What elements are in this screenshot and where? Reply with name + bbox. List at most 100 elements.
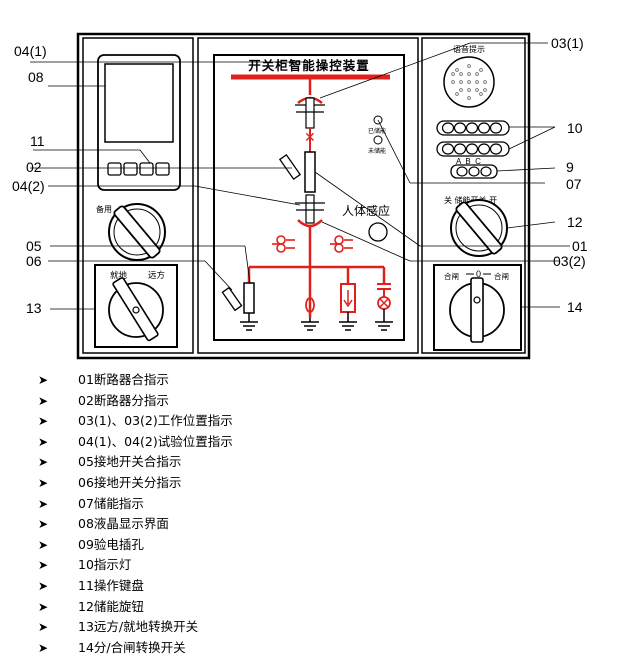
keypad[interactable] bbox=[107, 162, 170, 176]
local-remote-knob-handle[interactable] bbox=[112, 277, 159, 342]
ct-symbol-right bbox=[330, 235, 353, 253]
arrow-bullet-icon: ➤ bbox=[38, 599, 49, 614]
callout-03-2: 03(2) bbox=[553, 253, 586, 269]
arrow-bullet-icon: ➤ bbox=[38, 434, 49, 449]
human-sense-sensor bbox=[368, 222, 388, 242]
open-close-knob-handle[interactable] bbox=[470, 277, 484, 343]
ground-symbol-1 bbox=[240, 313, 258, 331]
arrow-bullet-icon: ➤ bbox=[38, 393, 49, 408]
device-frame bbox=[76, 32, 531, 360]
key-2[interactable] bbox=[123, 162, 138, 176]
callout-08: 08 bbox=[28, 69, 44, 85]
bottom-contact bbox=[305, 194, 315, 224]
ground-symbol-2 bbox=[301, 318, 319, 331]
lcd-frame bbox=[97, 54, 181, 191]
legend-item: ➤02断路器分指示 bbox=[38, 391, 233, 412]
zero-label: 0 bbox=[476, 269, 481, 279]
callout-09: 9 bbox=[566, 159, 574, 175]
arrow-bullet-icon: ➤ bbox=[38, 537, 49, 552]
remote-label: 远方 bbox=[148, 270, 165, 281]
ct-symbol-left bbox=[272, 235, 295, 253]
panel-title: 开关柜智能操控装置 bbox=[248, 58, 370, 73]
arrow-bullet-icon: ➤ bbox=[38, 373, 49, 387]
charged-label: 已储能 bbox=[368, 127, 386, 135]
open-label: 合闸 bbox=[444, 271, 459, 281]
open-close-knob-center bbox=[473, 296, 481, 304]
breaker-indicator bbox=[304, 151, 316, 193]
callout-12: 12 bbox=[567, 214, 583, 230]
lamp-row-2 bbox=[441, 143, 503, 155]
legend-text: 03(1)、03(2)工作位置指示 bbox=[78, 413, 233, 429]
legend-text: 11操作键盘 bbox=[78, 577, 144, 593]
arrow-bullet-icon: ➤ bbox=[38, 578, 49, 593]
legend-text: 04(1)、04(2)试验位置指示 bbox=[78, 433, 233, 449]
uncharged-lamp bbox=[373, 135, 383, 145]
arrow-bullet-icon: ➤ bbox=[38, 558, 49, 573]
arrow-bullet-icon: ➤ bbox=[38, 640, 49, 655]
arrow-bullet-icon: ➤ bbox=[38, 414, 49, 429]
close-label: 合闸 bbox=[494, 271, 509, 281]
legend-item: ➤12储能旋钮 bbox=[38, 597, 233, 618]
arrow-bullet-icon: ➤ bbox=[38, 475, 49, 490]
right-panel bbox=[421, 37, 526, 354]
abc-label: A B C bbox=[456, 157, 481, 166]
legend-item: ➤ 10指示灯 bbox=[38, 555, 233, 576]
callout-14: 14 bbox=[567, 299, 583, 315]
legend-item: ➤ 14分/合闸转换开关 bbox=[38, 638, 233, 659]
arrow-bullet-icon: ➤ bbox=[38, 455, 49, 470]
legend-text: 10指示灯 bbox=[78, 557, 132, 573]
callout-04-2: 04(2) bbox=[12, 178, 45, 194]
legend-text: 09验电插孔 bbox=[78, 536, 144, 552]
speaker-grille bbox=[443, 56, 495, 108]
ground-symbol-3 bbox=[339, 312, 357, 331]
key-4[interactable] bbox=[155, 162, 170, 176]
callout-07: 07 bbox=[566, 176, 582, 192]
energy-knob-handle[interactable] bbox=[455, 201, 503, 255]
standby-label: 备用 bbox=[96, 204, 112, 214]
legend-item: ➤ 05接地开关合指示 bbox=[38, 452, 233, 473]
legend-item: ➤13远方/就地转换开关 bbox=[38, 617, 233, 638]
legend-item: ➤07储能指示 bbox=[38, 494, 233, 515]
callout-04-1: 04(1) bbox=[14, 43, 47, 59]
legend-text: 01断路器合指示 bbox=[78, 372, 169, 387]
legend-item: ➤ 08液晶显示界面 bbox=[38, 514, 233, 535]
local-remote-knob-center bbox=[132, 306, 140, 314]
test-sockets[interactable] bbox=[456, 166, 492, 177]
legend-text: 14分/合闸转换开关 bbox=[78, 639, 186, 655]
ground-symbol-4 bbox=[375, 309, 393, 331]
test-socket-frame bbox=[450, 164, 498, 179]
legend-item: ➤ 03(1)、03(2)工作位置指示 bbox=[38, 411, 233, 432]
callout-03-1: 03(1) bbox=[551, 35, 584, 51]
energy-knob-inner bbox=[455, 204, 503, 252]
lcd-screen bbox=[104, 63, 174, 143]
mimic-board bbox=[213, 54, 405, 341]
lamp-row-1 bbox=[441, 122, 503, 134]
energy-knob-label: 关 储能开关 开 bbox=[444, 195, 497, 205]
legend-item: ➤ 09验电插孔 bbox=[38, 535, 233, 556]
arrow-bullet-icon: ➤ bbox=[38, 517, 49, 532]
leader-lines bbox=[30, 42, 570, 310]
key-1[interactable] bbox=[107, 162, 122, 176]
legend-text: 05接地开关合指示 bbox=[78, 454, 182, 470]
callout-01: 01 bbox=[572, 238, 588, 254]
legend-text: 13远方/就地转换开关 bbox=[78, 619, 199, 635]
legend-text: 07储能指示 bbox=[78, 495, 144, 511]
open-close-switch-plate bbox=[433, 264, 522, 351]
key-3[interactable] bbox=[139, 162, 154, 176]
standby-knob-inner bbox=[113, 208, 161, 256]
legend-item: ➤ 06接地开关分指示 bbox=[38, 473, 233, 494]
legend-list: ➤ 01断路器合指示 ➤02断路器分指示 ➤ 03(1)、03(2)工作位置指示 ➤… bbox=[38, 370, 233, 658]
device-diagram: 开关柜智能操控装置 ✕ 人体感应 已储能 未储能 bbox=[12, 32, 588, 360]
arrester-arrow bbox=[343, 290, 353, 308]
legend-text: 06接地开关分指示 bbox=[78, 474, 182, 490]
live-lamp-cross bbox=[379, 298, 389, 308]
callout-02: 02 bbox=[26, 159, 42, 175]
fuse-icon bbox=[305, 297, 315, 313]
uncharged-label: 未储能 bbox=[368, 147, 386, 155]
callout-13: 13 bbox=[26, 300, 42, 316]
center-panel bbox=[197, 37, 419, 354]
legend-item: ➤ 11操作键盘 bbox=[38, 576, 233, 597]
local-remote-switch-plate bbox=[94, 264, 178, 348]
legend-text: 08液晶显示界面 bbox=[78, 516, 169, 532]
standby-knob-handle[interactable] bbox=[113, 205, 161, 259]
